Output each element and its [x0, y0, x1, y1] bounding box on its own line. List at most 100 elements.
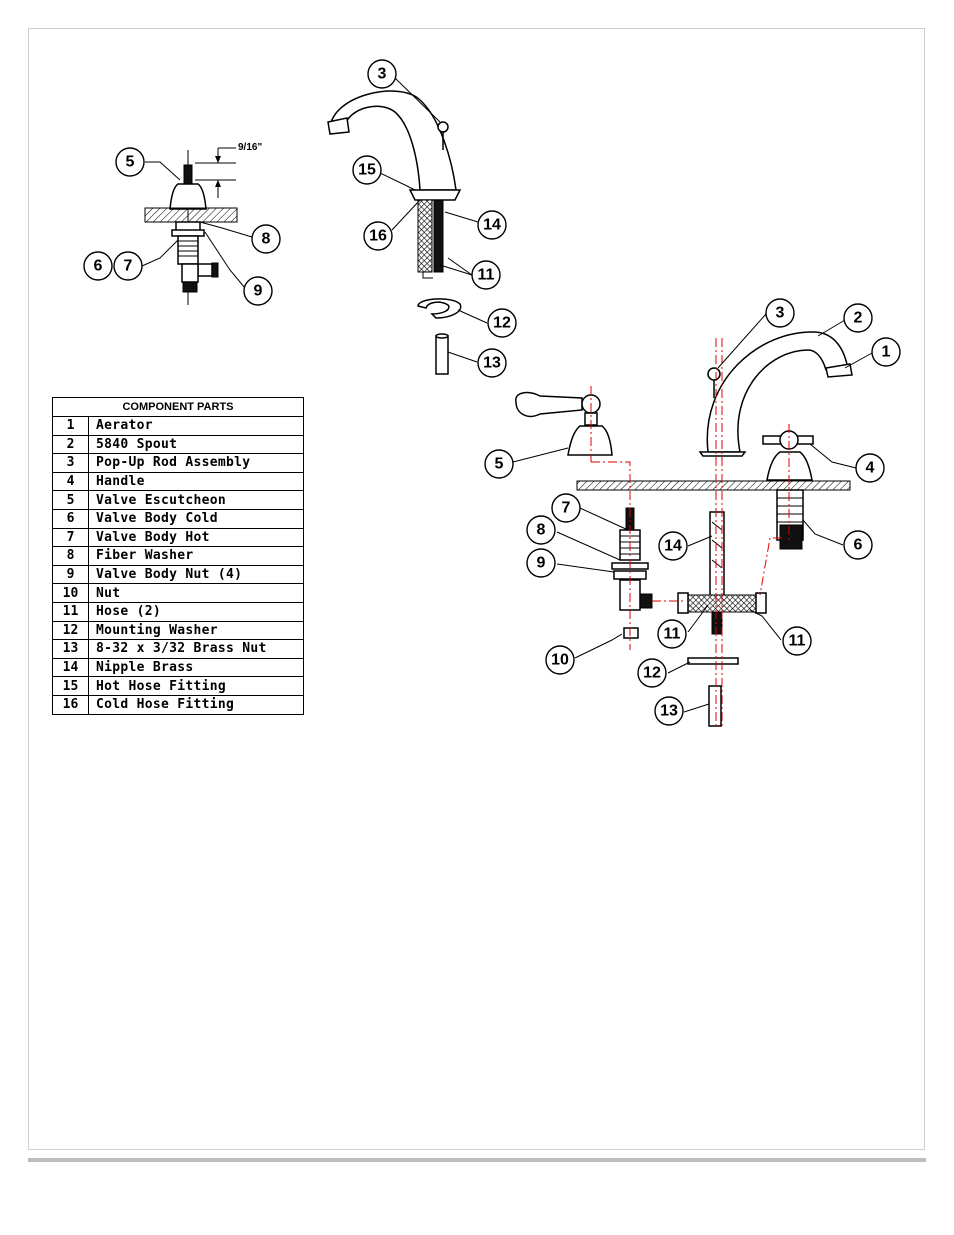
callout-13-main: 13: [654, 696, 684, 726]
svg-text:14: 14: [664, 538, 682, 555]
part-name: Mounting Washer: [88, 620, 304, 641]
svg-text:16: 16: [369, 228, 387, 245]
valve-detail-drawing: 9/16": [141, 142, 262, 305]
part-number: 5: [52, 490, 89, 510]
part-number: 2: [52, 434, 89, 455]
callout-5-main: 5: [484, 449, 514, 479]
callout-11a-main: 11: [657, 619, 687, 649]
part-name: Hose (2): [88, 601, 304, 622]
callout-9-detail: 9: [243, 276, 273, 306]
callout-7-detail: 7: [113, 251, 143, 281]
svg-text:3: 3: [776, 305, 785, 322]
svg-text:2: 2: [854, 310, 863, 327]
part-name: Fiber Washer: [88, 546, 304, 566]
table-header-row: COMPONENT PARTS: [52, 397, 304, 417]
part-name: Hot Hose Fitting: [88, 676, 304, 696]
part-number: 8: [52, 546, 89, 566]
part-number: 15: [52, 676, 89, 696]
callout-10-main: 10: [545, 645, 575, 675]
part-name: 8-32 x 3/32 Brass Nut: [88, 639, 304, 659]
dimension-label: 9/16": [238, 142, 262, 153]
part-number: 13: [52, 639, 89, 659]
svg-text:8: 8: [537, 522, 546, 539]
part-name: Nipple Brass: [88, 657, 304, 678]
part-name: Aerator: [88, 416, 304, 436]
svg-text:6: 6: [854, 537, 863, 554]
callout-8-detail: 8: [251, 224, 281, 254]
callout-2-main: 2: [843, 303, 873, 333]
part-name: Valve Body Nut (4): [88, 564, 304, 585]
main-assembly-drawing: [512, 313, 873, 728]
part-number: 14: [52, 657, 89, 678]
svg-text:5: 5: [126, 154, 135, 171]
part-name: Nut: [88, 583, 304, 603]
svg-text:11: 11: [789, 633, 806, 650]
svg-text:6: 6: [94, 258, 103, 275]
callout-1-main: 1: [871, 337, 901, 367]
part-number: 1: [52, 416, 89, 436]
bottom-rule: [28, 1158, 926, 1162]
svg-text:7: 7: [562, 500, 571, 517]
svg-text:4: 4: [866, 460, 875, 477]
callout-6-main: 6: [843, 530, 873, 560]
svg-text:7: 7: [124, 258, 133, 275]
svg-text:1: 1: [882, 344, 891, 361]
spout-detail-drawing: [327, 77, 488, 375]
part-number: 11: [52, 601, 89, 622]
part-name: Cold Hose Fitting: [88, 694, 304, 715]
part-name: 5840 Spout: [88, 434, 304, 455]
svg-text:12: 12: [493, 315, 511, 332]
callout-15-spout: 15: [352, 155, 382, 185]
callout-7-main: 7: [551, 493, 581, 523]
part-number: 3: [52, 453, 89, 473]
svg-text:12: 12: [643, 665, 661, 682]
part-name: Valve Body Cold: [88, 508, 304, 529]
part-number: 4: [52, 471, 89, 492]
callout-6-detail: 6: [83, 251, 113, 281]
callout-8-main: 8: [526, 515, 556, 545]
page-frame: [28, 28, 925, 1150]
callout-14-spout: 14: [477, 210, 507, 240]
part-name: Valve Body Hot: [88, 527, 304, 548]
callout-12-main: 12: [637, 658, 667, 688]
callout-3-spout: 3: [367, 59, 397, 89]
part-number: 10: [52, 583, 89, 603]
callout-11-spout: 11: [471, 260, 501, 290]
part-name: Valve Escutcheon: [88, 490, 304, 510]
part-name: Pop-Up Rod Assembly: [88, 453, 304, 473]
svg-text:14: 14: [483, 217, 501, 234]
svg-text:11: 11: [664, 626, 681, 643]
svg-text:11: 11: [478, 267, 495, 284]
callout-9-main: 9: [526, 548, 556, 578]
part-number: 6: [52, 508, 89, 529]
svg-text:15: 15: [358, 162, 376, 179]
callout-12-spout: 12: [487, 308, 517, 338]
svg-text:9: 9: [254, 283, 263, 300]
callout-3-main: 3: [765, 298, 795, 328]
callout-4-main: 4: [855, 453, 885, 483]
part-number: 12: [52, 620, 89, 641]
svg-text:13: 13: [660, 703, 678, 720]
callout-16-spout: 16: [363, 221, 393, 251]
part-number: 16: [52, 694, 89, 715]
svg-text:8: 8: [262, 231, 271, 248]
callout-11b-main: 11: [782, 626, 812, 656]
